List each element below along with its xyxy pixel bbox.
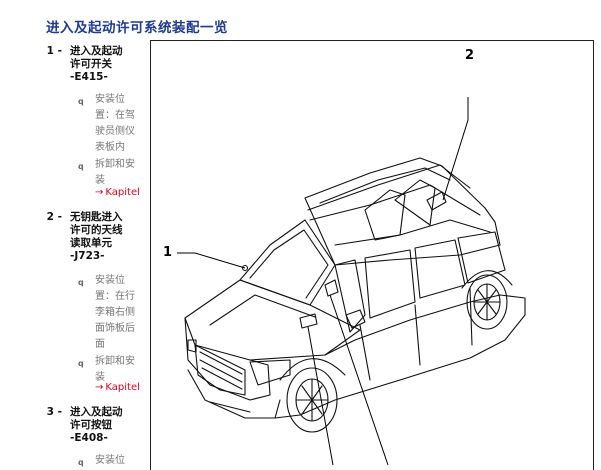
legend-subitem: 拆卸和安 装 <box>95 157 153 189</box>
front-wheel <box>286 367 338 433</box>
bullet-icon: q <box>78 359 84 368</box>
subitem-text: 驶员侧仪 <box>95 126 135 137</box>
leader-line-2 <box>442 97 469 201</box>
bullet-icon: q <box>78 97 84 106</box>
arrow-right-icon: → <box>95 187 104 198</box>
subitem-text: 置：在行 <box>95 291 135 302</box>
callout-label-1: 1 <box>163 245 173 260</box>
hood-outline <box>184 279 361 361</box>
legend-item-label: 许可开关 <box>70 58 112 70</box>
leader-line-4 <box>329 294 389 465</box>
legend-item-label: 无钥匙进入 <box>70 211 123 223</box>
antenna-module-outline <box>426 191 447 211</box>
subitem-text: 拆卸和安 <box>95 159 135 170</box>
legend-item-label: 读取单元 <box>70 237 112 249</box>
subitem-text: 安装位 <box>95 275 125 286</box>
subitem-text: 面 <box>95 339 105 350</box>
legend-item-code: -J723- <box>70 250 105 262</box>
mirror-outline <box>345 309 366 329</box>
legend-item-number: 2 - <box>46 211 62 223</box>
body-side-outline <box>274 294 526 419</box>
subitem-text: 装 <box>95 372 105 383</box>
link-text: Kapitel <box>105 187 140 198</box>
kapitel-link[interactable]: →Kapitel <box>95 187 140 198</box>
subitem-text: 安装位 <box>95 94 125 105</box>
roof-outline <box>304 157 501 266</box>
legend-subitem: 安装位 <box>95 453 153 469</box>
leader-line-1 <box>177 252 246 269</box>
rear-wheel <box>466 274 508 330</box>
suv-illustration <box>177 97 526 465</box>
subitem-text: 表板内 <box>95 142 125 153</box>
legend-subitem: 拆卸和安 装 <box>95 354 153 386</box>
subitem-text: 面饰板后 <box>95 323 135 334</box>
legend-column: 1 - 进入及起动 许可开关 -E415- q 安装位 置：在驾 驶员侧仪 表板… <box>0 0 153 467</box>
switch-outline <box>241 264 249 272</box>
legend-item-label: 进入及起动 <box>70 45 123 57</box>
grille-outline <box>194 344 246 396</box>
legend-item-code: -E415- <box>70 71 108 83</box>
arrow-right-icon: → <box>95 382 104 393</box>
subitem-text: 拆卸和安 <box>95 356 135 367</box>
legend-item-label: 许可按钮 <box>70 419 112 431</box>
legend-item-number: 3 - <box>46 406 62 418</box>
headlight-outline <box>249 359 291 386</box>
kapitel-link[interactable]: →Kapitel <box>95 382 140 393</box>
legend-subitem: 安装位 置：在驾 驶员侧仪 表板内 <box>95 92 153 156</box>
legend-item-label: 进入及起动 <box>70 406 123 418</box>
leader-line-3 <box>307 326 334 465</box>
bullet-icon: q <box>78 458 84 467</box>
subitem-text: 安装位 <box>95 455 125 466</box>
bullet-icon: q <box>78 162 84 171</box>
legend-subitem: 安装位 置：在行 李箱右侧 面饰板后 面 <box>95 273 153 353</box>
button-outline <box>299 313 318 329</box>
legend-item-number: 1 - <box>46 45 62 57</box>
link-text: Kapitel <box>105 382 140 393</box>
subitem-text: 装 <box>95 175 105 186</box>
illustration-frame <box>150 40 594 470</box>
legend-item-code: -E408- <box>70 432 108 444</box>
bullet-icon: q <box>78 278 84 287</box>
page-title: 进入及起动许可系统装配一览 <box>46 20 228 36</box>
legend-item-label: 许可的天线 <box>70 224 123 236</box>
subitem-text: 置：在驾 <box>95 110 135 121</box>
callout-label-2: 2 <box>465 48 475 63</box>
subitem-text: 李箱右侧 <box>95 307 135 318</box>
